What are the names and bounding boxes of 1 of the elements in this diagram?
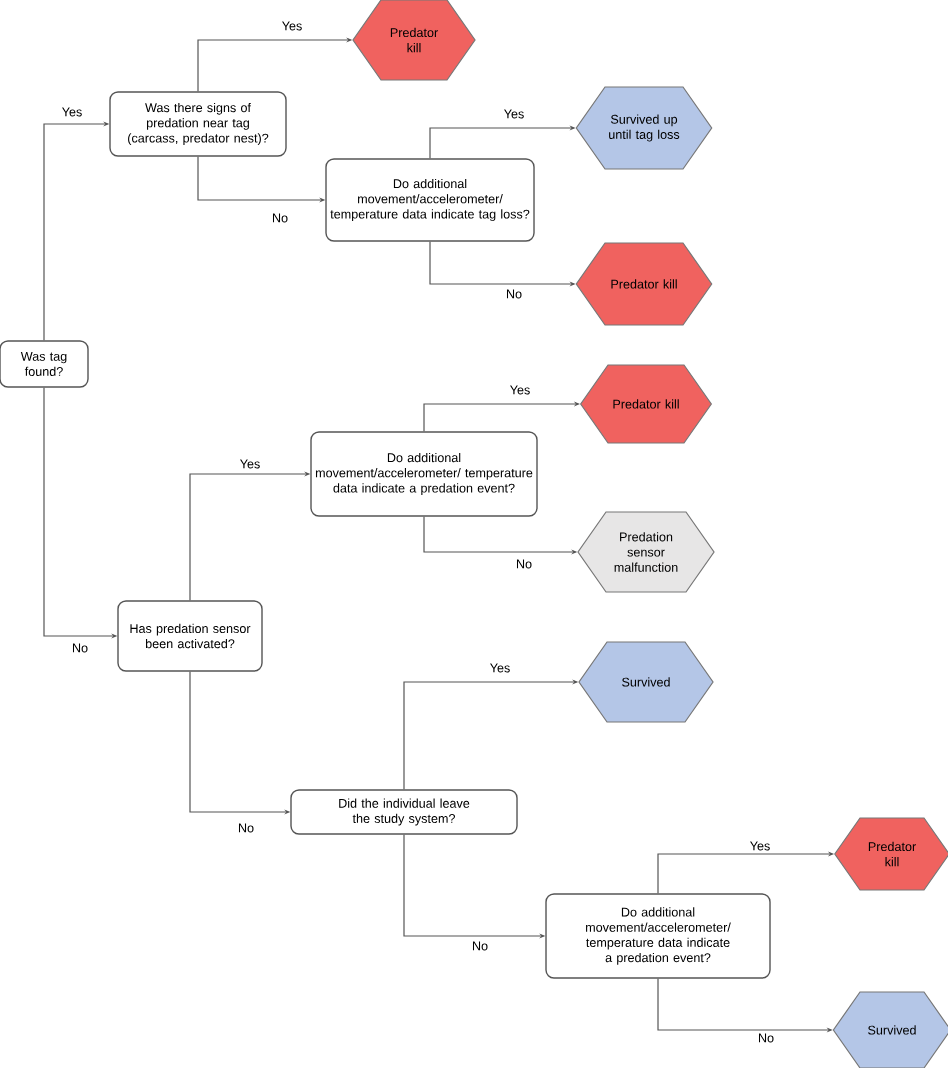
arrow [423, 401, 580, 432]
